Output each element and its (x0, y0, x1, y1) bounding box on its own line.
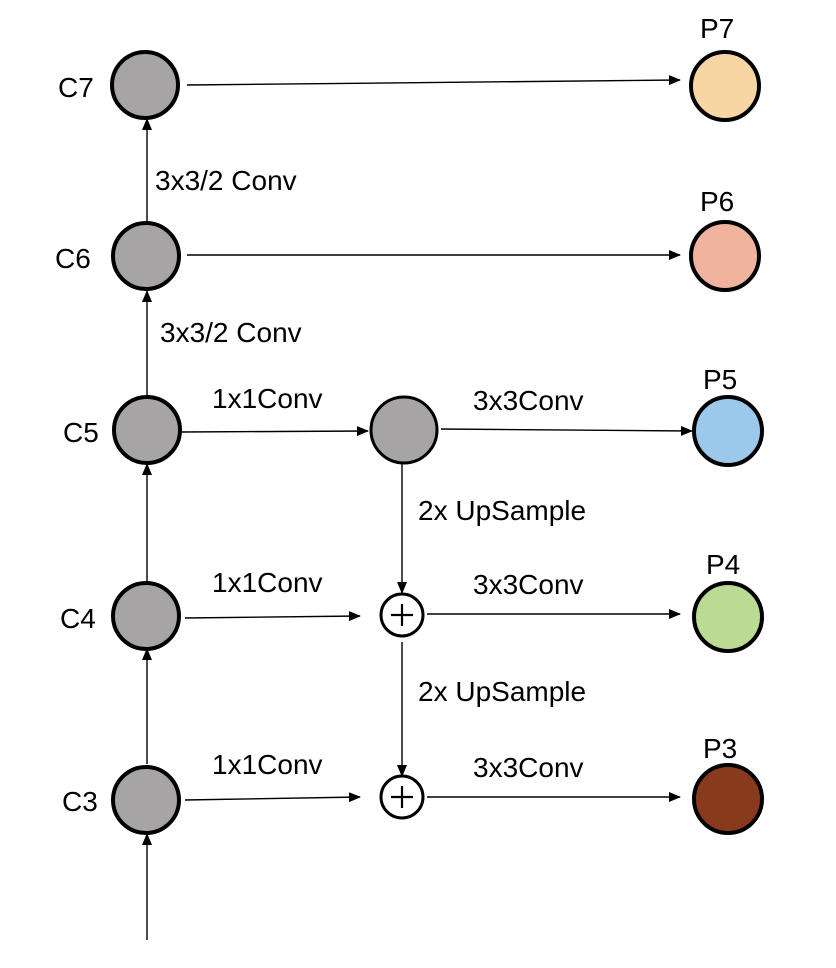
op-c6-to-c7: 3x3/2 Conv (155, 165, 297, 196)
edge-p5-conv (440, 425, 693, 436)
op-c4-lateral: 1x1Conv (212, 567, 323, 598)
node-lateral-c5 (369, 395, 439, 465)
edge-c3-lateral (184, 792, 361, 803)
op-upsample-2: 2x UpSample (418, 676, 586, 707)
label-p3: P3 (703, 733, 737, 764)
op-p4-conv: 3x3Conv (473, 569, 584, 600)
edge-c5-lateral (181, 426, 369, 437)
edge-c7-to-p7 (186, 75, 681, 86)
node-p3 (692, 763, 764, 835)
node-c4 (111, 581, 181, 651)
label-p7: P7 (700, 13, 734, 44)
node-c3 (111, 765, 181, 835)
label-p5: P5 (703, 364, 737, 395)
op-upsample-1: 2x UpSample (418, 495, 586, 526)
node-p7 (689, 50, 761, 122)
op-c5-lateral: 1x1Conv (212, 383, 323, 414)
label-c7: C7 (58, 72, 94, 103)
op-c5-to-c6: 3x3/2 Conv (160, 317, 302, 348)
node-c5 (112, 395, 182, 465)
node-p5 (692, 395, 764, 467)
label-c3: C3 (62, 786, 98, 817)
label-p6: P6 (700, 186, 734, 217)
label-c5: C5 (63, 417, 99, 448)
node-p4 (692, 581, 764, 653)
edge-c4-lateral (184, 611, 361, 622)
sum-node-2 (379, 774, 425, 820)
label-p4: P4 (706, 549, 740, 580)
label-c4: C4 (60, 603, 96, 634)
op-p5-conv: 3x3Conv (473, 385, 584, 416)
node-p6 (689, 220, 761, 292)
op-c3-lateral: 1x1Conv (212, 749, 323, 780)
sum-node-1 (379, 592, 425, 638)
node-c7 (110, 50, 180, 120)
op-p3-conv: 3x3Conv (473, 752, 584, 783)
label-c6: C6 (55, 243, 91, 274)
node-c6 (111, 221, 181, 291)
